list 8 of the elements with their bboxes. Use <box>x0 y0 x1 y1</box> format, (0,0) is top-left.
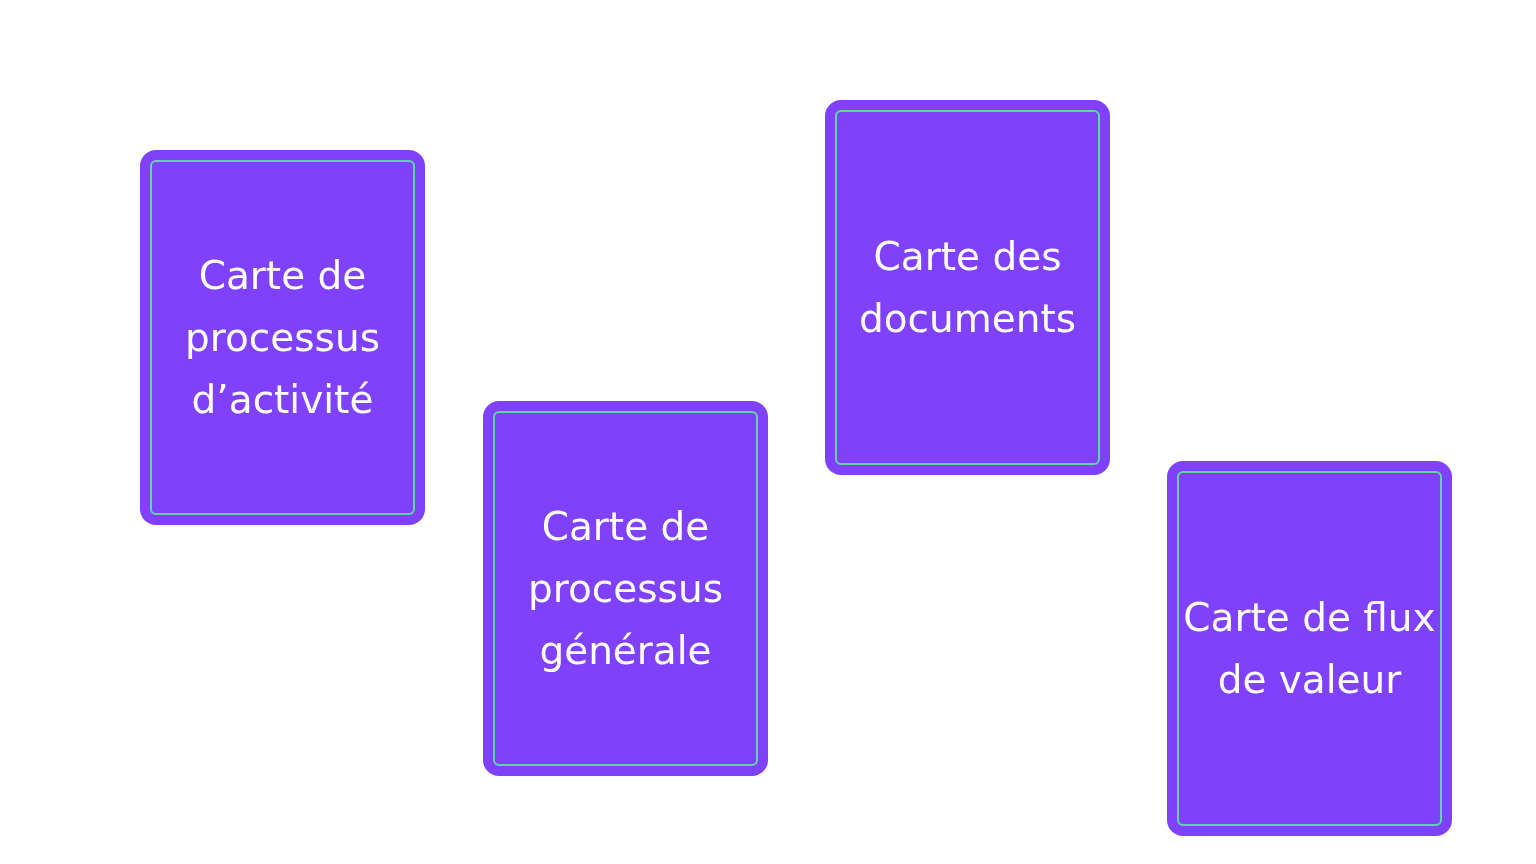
card <box>1167 461 1452 836</box>
card <box>140 150 425 525</box>
card-title: Carte des documents <box>857 232 1078 343</box>
card-title: Carte de processus générale <box>527 502 724 675</box>
card <box>483 401 768 776</box>
card <box>825 100 1110 475</box>
card-title: Carte de processus d’activité <box>184 251 381 424</box>
card-title: Carte de flux de valeur <box>1183 593 1436 704</box>
